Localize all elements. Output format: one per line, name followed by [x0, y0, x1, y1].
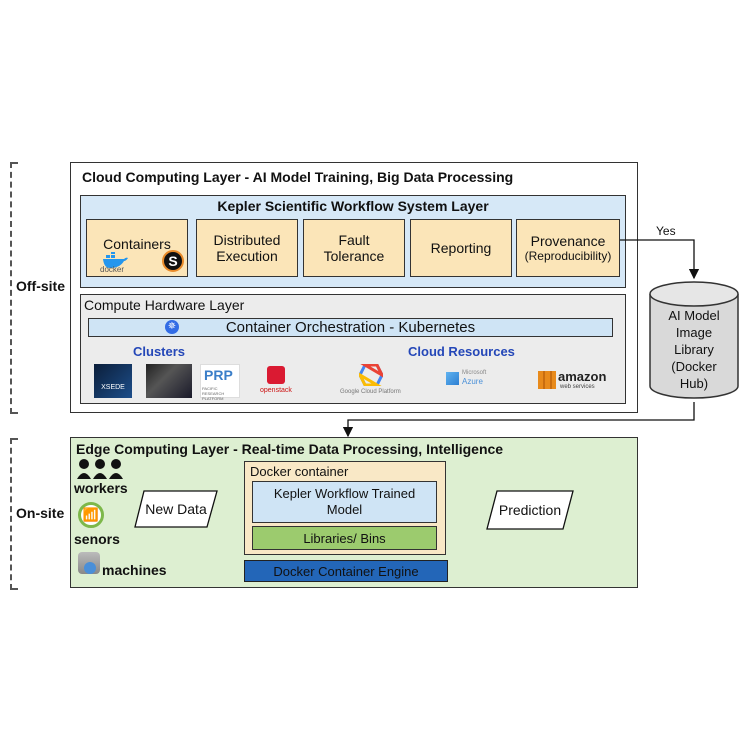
offsite-bracket-top	[10, 162, 18, 164]
xsede-logo: XSEDE	[94, 364, 132, 398]
kubernetes-icon: ✵	[165, 320, 179, 334]
google-cloud-text: Google Cloud Platform	[340, 389, 401, 395]
kepler-layer-title: Kepler Scientific Workflow System Layer	[217, 198, 489, 214]
provenance-label-1: Provenance	[530, 233, 606, 249]
s-logo-icon: S	[162, 250, 184, 272]
amazon-sub-text: web services	[560, 384, 595, 390]
reporting-box: Reporting	[410, 219, 512, 277]
prp-logo-text: PRP	[204, 367, 233, 383]
provenance-label-2: (Reproducibility)	[524, 249, 612, 263]
azure-icon	[446, 372, 459, 385]
xsede-logo-text: XSEDE	[101, 383, 125, 391]
prp-logo-sub: PACIFIC RESEARCH PLATFORM	[202, 386, 225, 401]
workers-label: workers	[74, 480, 128, 496]
new-data-shape	[134, 490, 218, 528]
docker-logo-text: docker	[100, 265, 125, 274]
fault-tolerance-box: Fault Tolerance	[303, 219, 405, 277]
machines-label: machines	[102, 562, 167, 578]
prp-logo: PRP PACIFIC RESEARCH PLATFORM	[200, 364, 240, 401]
ai-library-line-4: (Docker	[671, 358, 717, 374]
yes-label: Yes	[656, 224, 676, 238]
fault-label-1: Fault	[338, 232, 370, 248]
docker-container-label: Docker container	[250, 464, 349, 479]
reporting-label: Reporting	[430, 240, 492, 256]
new-data-label: New Data	[145, 501, 207, 517]
amazon-text: amazon	[558, 369, 607, 384]
docker-engine-box: Docker Container Engine	[244, 560, 448, 582]
ai-library-line-3: Library	[674, 341, 714, 357]
ai-library-line-5: Hub)	[679, 375, 709, 391]
workers-icon	[77, 459, 123, 479]
ai-model-library-label: AI Model Image Library (Docker Hub)	[650, 305, 738, 393]
cloud-resources-heading: Cloud Resources	[408, 344, 515, 359]
openstack-icon	[267, 366, 285, 384]
openstack-logo: openstack	[260, 364, 294, 398]
amazon-logo: amazon web services	[538, 368, 606, 396]
sensors-label: senors	[74, 531, 120, 547]
onsite-bracket-bottom	[10, 588, 18, 590]
google-cloud-logo: Google Cloud Platform	[340, 364, 402, 398]
provenance-box: Provenance (Reproducibility)	[516, 219, 620, 277]
ai-model-library-cylinder	[649, 281, 739, 399]
ai-library-line-2: Image	[675, 324, 713, 340]
prediction-shape	[486, 490, 574, 530]
aws-icon	[538, 371, 556, 389]
yes-arrow	[620, 239, 700, 280]
clusters-heading: Clusters	[133, 344, 186, 359]
onsite-bracket-top	[10, 438, 18, 440]
trained-model-line-1: Kepler Workflow Trained	[273, 486, 416, 501]
offsite-label: Off-site	[16, 278, 65, 294]
cloud-layer-title: Cloud Computing Layer - AI Model Trainin…	[82, 169, 514, 185]
docker-logo-icon: docker	[100, 251, 130, 274]
azure-text-1: Microsoft	[462, 370, 487, 376]
edge-layer-title: Edge Computing Layer - Real-time Data Pr…	[76, 441, 504, 457]
onsite-bracket	[10, 438, 12, 590]
prediction-label: Prediction	[498, 502, 562, 518]
openstack-logo-text: openstack	[260, 387, 292, 394]
azure-text-2: Azure	[462, 377, 483, 386]
machines-globe-icon	[84, 562, 96, 574]
trained-model-box: Kepler Workflow Trained Model	[252, 481, 437, 523]
distributed-label-1: Distributed	[213, 232, 281, 248]
azure-logo: Microsoft Azure	[446, 370, 506, 390]
cluster-rack-image	[146, 364, 192, 398]
compute-hardware-title: Compute Hardware Layer	[84, 297, 245, 313]
google-cloud-icon	[359, 364, 383, 386]
kubernetes-label: Container Orchestration - Kubernetes	[225, 319, 476, 336]
distributed-label-2: Execution	[216, 248, 278, 264]
offsite-bracket	[10, 162, 12, 414]
containers-label: Containers	[103, 236, 171, 252]
ai-library-line-1: AI Model	[668, 307, 720, 323]
libraries-box: Libraries/ Bins	[252, 526, 437, 550]
fault-label-2: Tolerance	[323, 248, 385, 264]
trained-model-line-2: Model	[326, 502, 363, 517]
offsite-bracket-bottom	[10, 412, 18, 414]
kubernetes-bar: ✵ Container Orchestration - Kubernetes	[88, 318, 613, 337]
onsite-label: On-site	[16, 505, 65, 521]
library-to-edge-arrow	[342, 402, 695, 438]
sensors-icon: 📶	[78, 502, 104, 528]
distributed-execution-box: Distributed Execution	[196, 219, 298, 277]
